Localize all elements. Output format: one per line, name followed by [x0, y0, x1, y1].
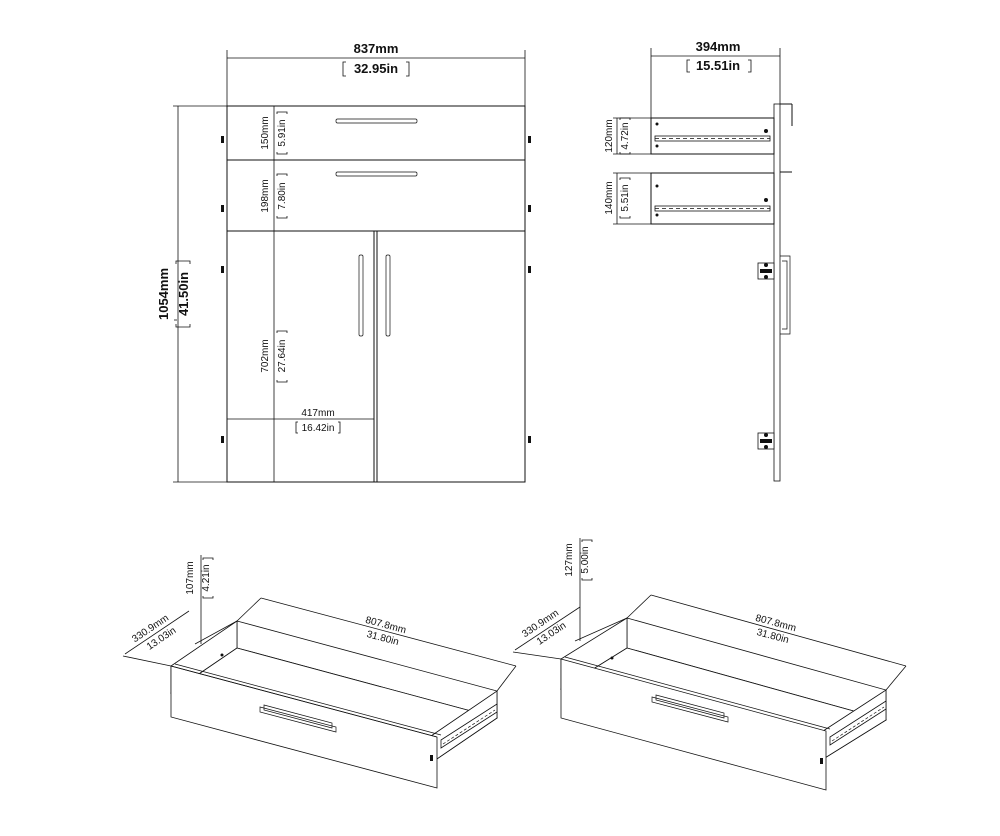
side-door-handle [780, 255, 791, 335]
drawer-2-height-dimension: 198mm 7.80in [260, 160, 288, 231]
side-drawer1-dimension: 120mm 4.72in [604, 117, 651, 155]
side-depth-dimension: 394mm 15.51in [650, 39, 781, 150]
front-width-dimension: 837mm 32.95in [226, 41, 526, 106]
front-view: 837mm 32.95in 1054mm 41.50in 150mm [156, 41, 531, 483]
door-height-dimension: 702mm 27.64in [260, 231, 288, 482]
front-door-height-mm: 702mm [260, 339, 271, 372]
front-height-dimension: 1054mm 41.50in [156, 105, 227, 483]
drawer-small-handle [259, 706, 337, 733]
drawer-small-height-mm: 107mm [185, 561, 196, 594]
front-door-height-in: 27.64in [277, 340, 288, 373]
drawer-1-height-dimension: 150mm 5.91in [260, 106, 288, 160]
drawer-large-handle [651, 696, 729, 723]
drawer-small-height-in: 4.21in [201, 564, 212, 591]
front-width-mm: 837mm [354, 41, 399, 56]
side-drawer1-in: 4.72in [620, 122, 631, 149]
front-height-in: 41.50in [176, 272, 191, 316]
front-door-width-in: 16.42in [302, 423, 335, 434]
front-width-in: 32.95in [354, 61, 398, 76]
front-drawer2-in: 7.80in [277, 182, 288, 209]
door-width-dimension: 417mm 16.42in [227, 408, 374, 434]
drawer-small-isometric: 107mm 4.21in 330.9mm 13.03in 807.8mm 31.… [122, 555, 517, 789]
side-drawer-2 [650, 172, 775, 225]
side-drawer-1 [650, 117, 775, 155]
side-front-panel [773, 103, 781, 482]
drawer-1-handle [335, 118, 418, 124]
side-depth-in: 15.51in [696, 58, 740, 73]
side-drawer2-dimension: 140mm 5.51in [604, 172, 651, 225]
side-drawer2-mm: 140mm [604, 181, 615, 214]
front-drawer1-in: 5.91in [277, 119, 288, 146]
door-left-handle [358, 254, 364, 337]
front-drawer2-mm: 198mm [260, 179, 271, 212]
drawer-large-isometric: 127mm 5.00in 330.9mm 13.03in 807.8mm 31.… [512, 538, 907, 791]
drawer-large-height-mm: 127mm [564, 543, 575, 576]
side-drawer2-in: 5.51in [620, 184, 631, 211]
side-view: 394mm 15.51in [604, 39, 793, 482]
drawer-large-height-in: 5.00in [580, 546, 591, 573]
side-fittings-right [528, 136, 531, 443]
drawer-large-front [560, 658, 827, 791]
front-door-width-mm: 417mm [301, 408, 334, 419]
drawer-2-handle [335, 171, 418, 177]
front-drawer1-mm: 150mm [260, 116, 271, 149]
side-fittings-left [221, 136, 224, 443]
side-hinge-top [757, 262, 775, 280]
side-hinge-bottom [757, 432, 775, 450]
side-drawer1-mm: 120mm [604, 119, 615, 152]
side-depth-mm: 394mm [696, 39, 741, 54]
front-height-mm: 1054mm [156, 268, 171, 320]
door-right-handle [385, 254, 391, 337]
cabinet-outline [226, 105, 526, 483]
